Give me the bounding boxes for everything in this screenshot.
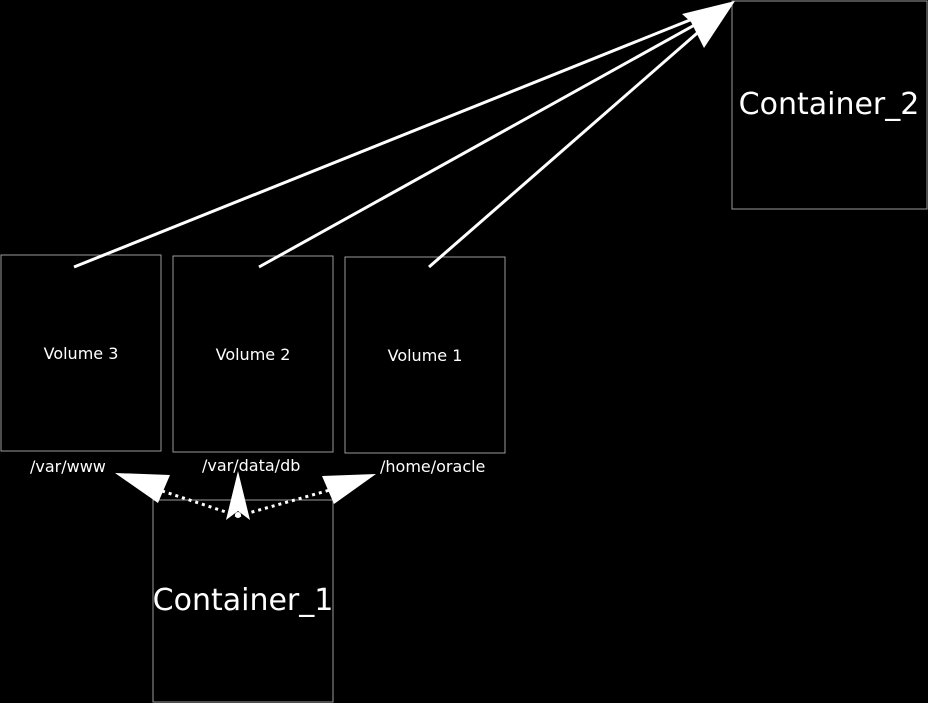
arrowhead-volume-2 (226, 471, 250, 520)
container-1-node[interactable]: Container_1 (152, 499, 334, 703)
arrowhead-container-2 (682, 1, 735, 48)
volume-1-label: Volume 1 (388, 346, 463, 365)
dotted-arrow-container-1-to-volume-1 (237, 486, 338, 518)
container-2-label: Container_2 (739, 87, 920, 122)
volume-3-node[interactable]: Volume 3 (0, 254, 162, 452)
dotted-arrow-origin (235, 512, 241, 518)
mount-path-volume-2: /var/data/db (202, 456, 300, 475)
mount-path-volume-3: /var/www (30, 457, 106, 476)
volume-2-label: Volume 2 (216, 345, 291, 364)
arrow-volume-3-to-container-2 (73, 16, 696, 269)
arrow-volume-2-to-container-2 (258, 20, 701, 269)
volume-3-label: Volume 3 (44, 344, 119, 363)
arrowhead-volume-3 (115, 473, 170, 503)
volume-1-node[interactable]: Volume 1 (344, 256, 506, 454)
arrow-volume-1-to-container-2 (428, 26, 704, 269)
volume-2-node[interactable]: Volume 2 (172, 255, 334, 453)
mount-path-volume-1: /home/oracle (380, 457, 485, 476)
container-1-label: Container_1 (153, 583, 334, 618)
dotted-arrow-container-1-to-volume-3 (149, 485, 239, 518)
arrowhead-volume-1 (322, 474, 376, 504)
container-2-node[interactable]: Container_2 (731, 0, 928, 210)
